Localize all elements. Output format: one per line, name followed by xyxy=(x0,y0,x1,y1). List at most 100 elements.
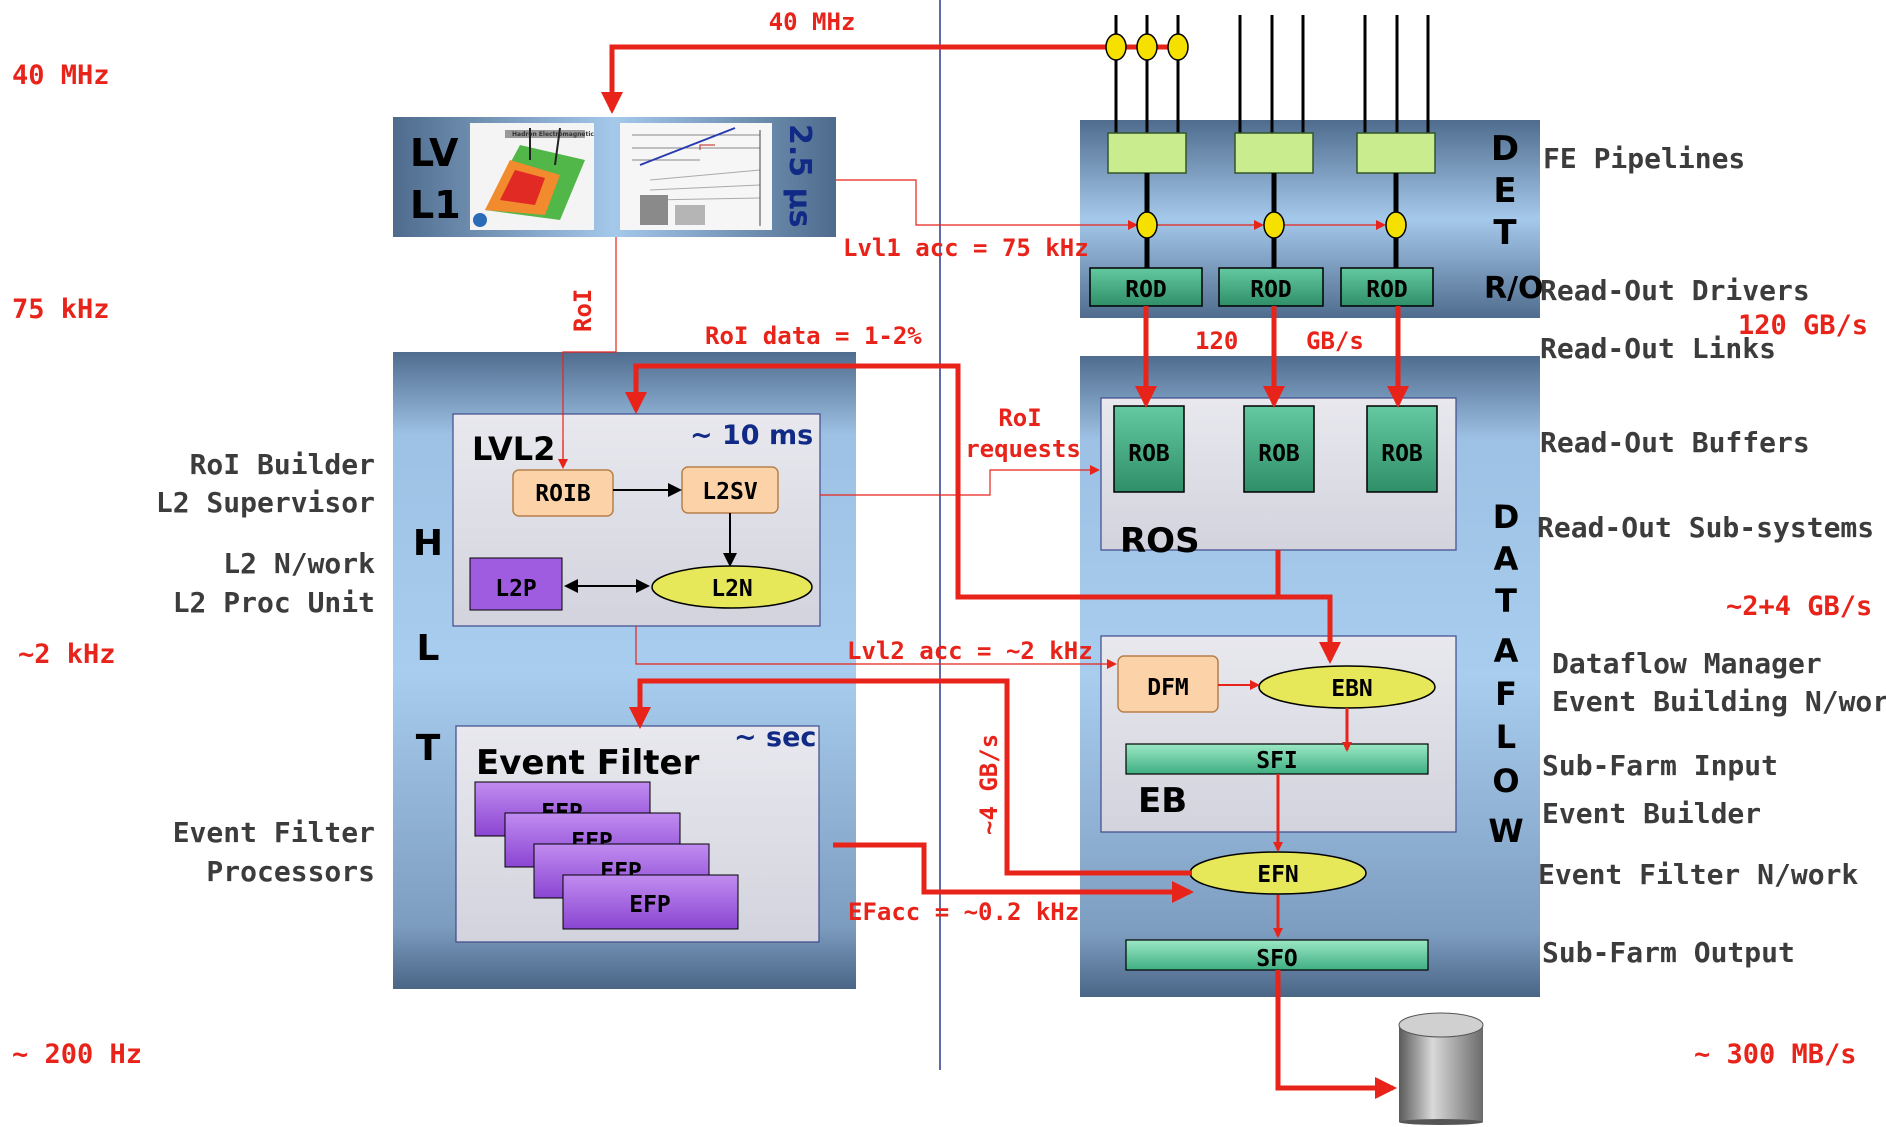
readout-120-label: 120 xyxy=(1195,327,1238,355)
label-dataflow-manager: Dataflow Manager xyxy=(1552,647,1822,680)
ef-title: Event Filter xyxy=(476,743,700,783)
svg-text:O: O xyxy=(1492,762,1519,800)
label-event-building-network: Event Building N/work xyxy=(1552,685,1886,718)
det-letter-t: T xyxy=(1493,213,1517,253)
roi-requests-label-2: requests xyxy=(965,435,1081,463)
ef-time: ~ sec xyxy=(734,722,816,753)
lvl2-time: ~ 10 ms xyxy=(690,420,813,451)
label-readout-subsystems: Read-Out Sub-systems xyxy=(1537,511,1874,544)
rate-120gbs: 120 GB/s xyxy=(1738,310,1868,341)
label-event-builder: Event Builder xyxy=(1542,797,1761,830)
efp-4: EFP xyxy=(629,892,671,918)
lvl1-latency: 2.5 μs xyxy=(782,124,817,228)
rate-200hz: ~ 200 Hz xyxy=(12,1039,142,1070)
lvl2-title: LVL2 xyxy=(472,430,555,468)
label-l2-network: L2 N/work xyxy=(223,547,375,580)
efp-stack: EFP EFP EFP EFP xyxy=(474,781,739,930)
dataflow-letters: D A T A F L O W xyxy=(1488,498,1523,850)
sfo-label: SFO xyxy=(1256,946,1298,972)
lvl1-label-1: LV xyxy=(410,131,459,175)
roib-label: ROIB xyxy=(535,481,591,507)
svg-text:T: T xyxy=(1495,582,1517,620)
readout-links xyxy=(1135,306,1409,408)
lvl1-accept-label: Lvl1 acc = 75 kHz xyxy=(843,234,1089,262)
roi-requests-line xyxy=(820,465,1100,496)
svg-text:D: D xyxy=(1493,498,1520,536)
rod-3: ROD xyxy=(1366,277,1408,303)
label-sub-farm-input: Sub-Farm Input xyxy=(1542,749,1778,782)
label-ef-processors-2: Processors xyxy=(206,855,375,888)
ros-label: ROS xyxy=(1120,521,1200,561)
readout-gbs-label: GB/s xyxy=(1306,327,1364,355)
svg-text:A: A xyxy=(1494,540,1519,578)
dfm-label: DFM xyxy=(1147,675,1189,701)
l2n-label: L2N xyxy=(711,576,753,602)
det-letter-e: E xyxy=(1493,171,1516,211)
ro-label: R/O xyxy=(1484,271,1544,306)
calorimeter-image: Hadron Electromagnetic xyxy=(470,123,594,230)
l2p-box xyxy=(469,557,563,611)
sfi-label: SFI xyxy=(1256,748,1298,774)
rod-1: ROD xyxy=(1125,277,1167,303)
sfo-storage-line xyxy=(1275,970,1397,1099)
rate-2khz: ~2 kHz xyxy=(18,639,116,670)
rate-75khz: 75 kHz xyxy=(12,294,110,325)
rob-row: ROB ROB ROB xyxy=(1113,405,1438,493)
rate-2-4gbs: ~2+4 GB/s xyxy=(1726,591,1872,622)
hlt-letter-t: T xyxy=(416,728,441,769)
ef-bandwidth-label: ~4 GB/s xyxy=(975,734,1003,835)
l2p-label: L2P xyxy=(495,576,537,602)
lvl1-label-2: L1 xyxy=(410,183,461,227)
storage-cylinder xyxy=(1398,1012,1484,1125)
clock-label: 40 MHz xyxy=(769,8,856,36)
ef-input-line xyxy=(629,678,1192,876)
label-fe-pipelines: FE Pipelines xyxy=(1543,142,1745,175)
svg-text:A: A xyxy=(1494,632,1519,670)
clock-nodes xyxy=(1105,33,1189,61)
eb-label: EB xyxy=(1138,781,1187,821)
rob-1: ROB xyxy=(1128,441,1170,467)
hlt-letter-h: H xyxy=(413,523,443,564)
det-letter-d: D xyxy=(1491,129,1519,169)
label-ef-processors-1: Event Filter xyxy=(173,816,375,849)
l2n-oval xyxy=(651,565,813,609)
label-readout-drivers: Read-Out Drivers xyxy=(1540,274,1810,307)
roi-data-line xyxy=(625,363,1281,600)
label-readout-buffers: Read-Out Buffers xyxy=(1540,426,1810,459)
lvl2-accept-label: Lvl2 acc = ~2 kHz xyxy=(847,637,1093,665)
clock-line xyxy=(601,44,1175,114)
rate-300mbs: ~ 300 MB/s xyxy=(1694,1039,1857,1070)
rate-40mhz: 40 MHz xyxy=(12,60,110,91)
calorimeter-caption: Hadron Electromagnetic xyxy=(512,131,594,138)
lvl1-accept-line xyxy=(836,179,1138,230)
ef-accept-line xyxy=(833,842,1194,903)
label-l2-proc-unit: L2 Proc Unit xyxy=(173,586,375,619)
lvl2-accept-line xyxy=(635,626,1117,669)
fe-lines xyxy=(1114,15,1430,135)
roi-requests-label-1: RoI xyxy=(998,404,1041,432)
roi-to-ebn-line xyxy=(1278,594,1341,664)
ebn-label: EBN xyxy=(1331,676,1373,702)
roi-line xyxy=(562,237,617,467)
rob-2: ROB xyxy=(1258,441,1300,467)
label-sub-farm-output: Sub-Farm Output xyxy=(1542,936,1795,969)
l2sv-label: L2SV xyxy=(702,479,758,505)
svg-text:F: F xyxy=(1495,675,1517,713)
roib-box xyxy=(512,469,614,517)
ef-accept-label: EFacc = ~0.2 kHz xyxy=(848,898,1079,926)
efn-label: EFN xyxy=(1257,862,1299,888)
rod-row: ROD ROD ROD xyxy=(1089,267,1434,307)
label-event-filter-network: Event Filter N/work xyxy=(1538,858,1858,891)
svg-text:W: W xyxy=(1488,812,1523,850)
muon-trigger-image xyxy=(620,123,772,230)
sfo-bar xyxy=(1125,939,1429,971)
label-l2-supervisor: L2 Supervisor xyxy=(156,486,375,519)
lvl1-accept-nodes xyxy=(1136,211,1407,239)
rob-3: ROB xyxy=(1381,441,1423,467)
fe-pipelines xyxy=(1107,132,1436,174)
label-readout-links: Read-Out Links xyxy=(1540,332,1776,365)
roi-data-label: RoI data = 1-2% xyxy=(705,322,922,350)
label-roi-builder: RoI Builder xyxy=(190,448,375,481)
rod-2: ROD xyxy=(1250,277,1292,303)
